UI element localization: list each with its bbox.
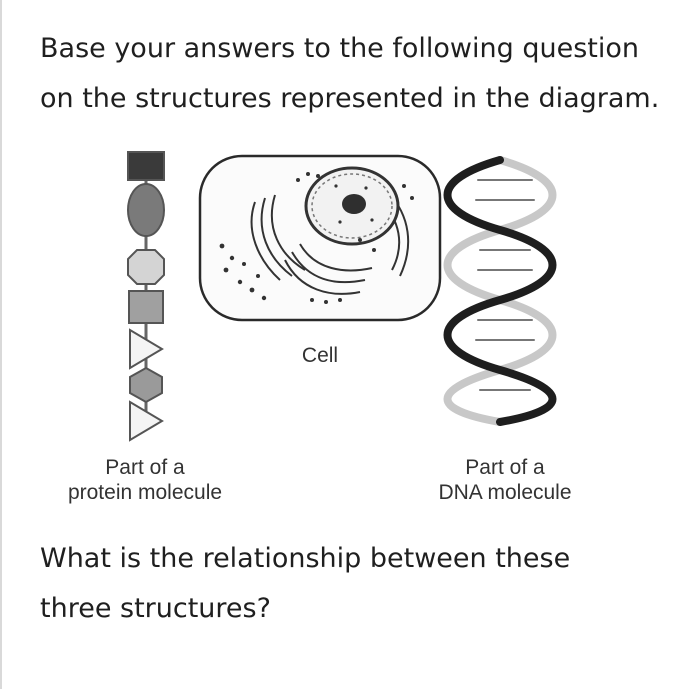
- protein-oval-dark: [127, 183, 165, 237]
- prompt-line-1: Base your answers to the following quest…: [40, 33, 639, 64]
- cell-drawing: [198, 154, 442, 322]
- protein-triangle-1: [129, 328, 164, 370]
- dna-helix: [443, 156, 557, 426]
- protein-square-gray: [128, 290, 164, 324]
- structures-diagram: Cell Part of a protein molecule Part of …: [0, 140, 676, 520]
- question-line-2: three structures?: [40, 593, 271, 624]
- protein-octagon: [127, 249, 165, 285]
- prompt-line-2: on the structures represented in the dia…: [40, 83, 660, 114]
- protein-triangle-2: [129, 400, 164, 442]
- protein-square-dark: [127, 151, 165, 181]
- protein-hexagon: [129, 366, 163, 404]
- question-text: What is the relationship between these t…: [40, 534, 660, 634]
- protein-caption-line-1: Part of a: [105, 456, 185, 479]
- question-line-1: What is the relationship between these: [40, 543, 571, 574]
- dna-caption-line-2: DNA molecule: [438, 481, 572, 504]
- protein-chain: [127, 151, 165, 442]
- dna-caption: Part of a DNA molecule: [410, 455, 600, 505]
- protein-caption: Part of a protein molecule: [40, 455, 250, 505]
- cell-label: Cell: [301, 344, 339, 367]
- page-left-border: [0, 0, 2, 689]
- protein-caption-line-2: protein molecule: [67, 481, 223, 504]
- dna-caption-line-1: Part of a: [465, 456, 545, 479]
- diagram-illustration: [127, 151, 557, 442]
- question-prompt: Base your answers to the following quest…: [40, 24, 670, 124]
- cell-nucleolus: [342, 194, 366, 214]
